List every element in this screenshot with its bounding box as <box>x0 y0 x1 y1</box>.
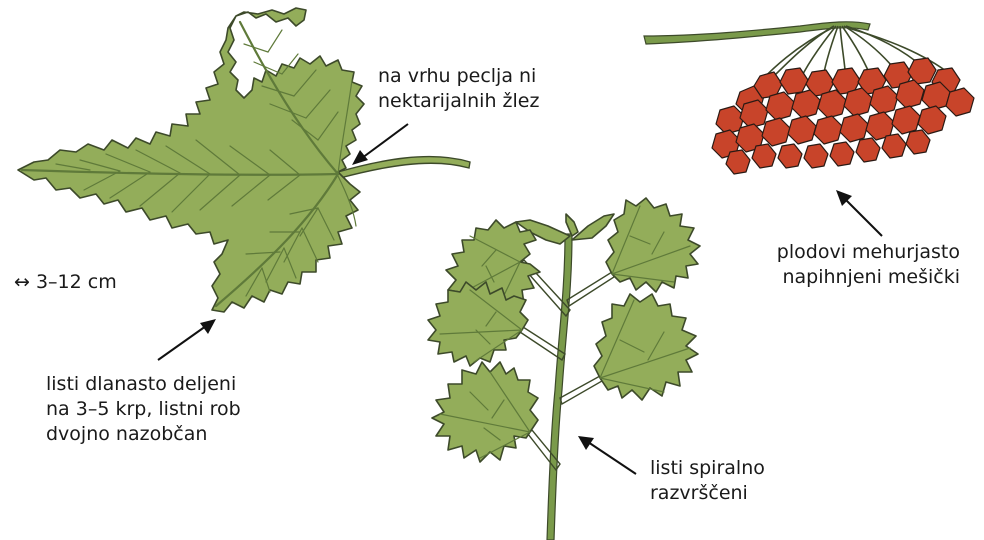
arrow-leaf-head <box>200 319 216 334</box>
petiole-gland-note: na vrhu peclja ni nektarijalnih žlez <box>378 64 539 114</box>
bud-leaf <box>566 214 578 236</box>
fruit-note-line: plodovi mehurjasto <box>752 240 960 265</box>
fruit-pod <box>752 144 776 168</box>
arrow-petiole-head <box>352 150 368 165</box>
fruit-pod <box>840 114 868 142</box>
fruit-note-line: napihnjeni mešički <box>752 265 960 290</box>
fruit-pod <box>726 150 750 174</box>
leaf-arrangement-note: listi spiralno razvrščeni <box>650 456 765 506</box>
fruit-pod <box>766 92 794 120</box>
bud-leaf <box>572 214 614 240</box>
fruit-pod <box>830 142 854 166</box>
leaf-size-text: ↔ 3–12 cm <box>14 270 117 295</box>
branch-leaf <box>432 362 538 462</box>
fruit-pod <box>882 134 906 158</box>
fruit-pod <box>804 144 828 168</box>
arrow-branch-head <box>578 436 594 450</box>
leaf-shape-note-line: na 3–5 krp, listni rob <box>46 397 241 422</box>
leaf-arrangement-note-line: razvrščeni <box>650 481 765 506</box>
arrow-fruit <box>844 198 882 236</box>
arrow-leaf <box>158 326 206 360</box>
leaf-shape-note-line: listi dlanasto deljeni <box>46 372 241 397</box>
palmate-leaf <box>18 8 470 312</box>
arrow-branch <box>588 442 636 474</box>
fruit-pod <box>892 106 920 134</box>
fruit-pods <box>712 58 974 174</box>
leaf-size-note: ↔ 3–12 cm <box>14 270 117 295</box>
branch-petiole <box>560 376 602 404</box>
fruit-pod <box>778 144 802 168</box>
branch-petiole <box>567 272 614 306</box>
fruit-pod <box>896 80 924 108</box>
fruit-note: plodovi mehurjasto napihnjeni mešički <box>752 240 960 290</box>
leaf-shape-note: listi dlanasto deljeni na 3–5 krp, listn… <box>46 372 241 447</box>
leaf-arrangement-note-line: listi spiralno <box>650 456 765 481</box>
fruit-pod <box>814 116 842 144</box>
fruit-pod <box>856 138 880 162</box>
branch-leaf <box>606 198 700 292</box>
fruit-pod <box>762 118 790 146</box>
fruit-pod <box>906 130 930 154</box>
fruit-pod <box>946 88 974 116</box>
petiole-gland-note-line: nektarijalnih žlez <box>378 89 539 114</box>
fruit-pod <box>870 86 898 114</box>
branch-leaf <box>594 294 698 400</box>
leaf-blade <box>18 8 364 312</box>
leaf-shape-note-line: dvojno nazobčan <box>46 422 241 447</box>
petiole-gland-note-line: na vrhu peclja ni <box>378 64 539 89</box>
arrow-petiole <box>362 124 408 158</box>
fruit-cluster <box>644 22 974 174</box>
branch-stem <box>547 234 572 540</box>
fruit-pod <box>788 116 816 144</box>
